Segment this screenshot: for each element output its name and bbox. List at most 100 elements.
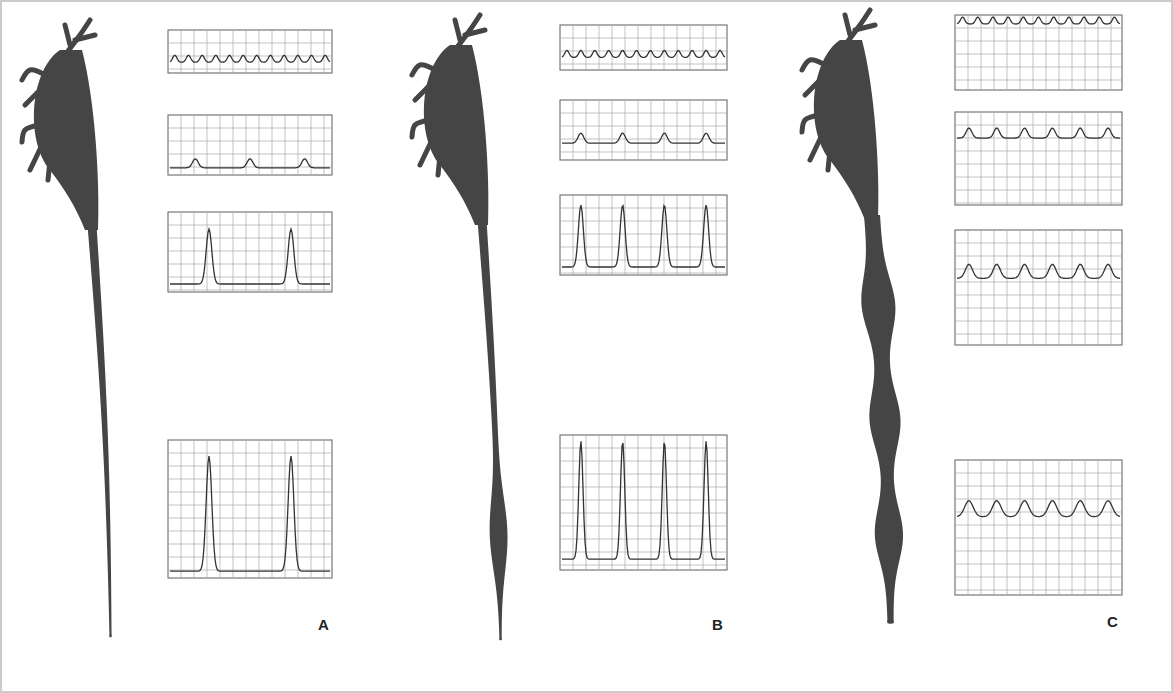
- grid-line: [233, 30, 234, 73]
- grid-line: [1072, 230, 1073, 345]
- grid-line: [981, 15, 982, 90]
- grid-line: [664, 25, 665, 70]
- grid-line: [651, 195, 652, 275]
- grid-frame: [955, 230, 1122, 345]
- grid-line: [1098, 112, 1099, 205]
- grid-line: [181, 30, 182, 73]
- recording-grid: [560, 25, 727, 70]
- grid-line: [1033, 15, 1034, 90]
- dendrite: [438, 155, 440, 175]
- grid-line: [716, 435, 717, 570]
- grid-line: [612, 435, 613, 570]
- grid-line: [168, 128, 332, 129]
- grid-frame: [560, 435, 727, 570]
- grid-line: [599, 195, 600, 275]
- recording-grid: [560, 195, 727, 275]
- dendrite: [420, 140, 432, 165]
- grid-line: [285, 115, 286, 175]
- grid-line: [651, 100, 652, 160]
- grid-line: [207, 115, 208, 175]
- grid-line: [168, 264, 332, 265]
- grid-line: [233, 115, 234, 175]
- grid-line: [324, 115, 325, 175]
- grid-line: [1046, 230, 1047, 345]
- grid-line: [1020, 460, 1021, 595]
- trace-group: [168, 15, 1122, 595]
- grid-line: [168, 56, 332, 57]
- dendrite: [30, 145, 42, 170]
- grid-line: [638, 435, 639, 570]
- grid-line: [272, 115, 273, 175]
- grid-line: [324, 30, 325, 73]
- grid-line: [1020, 15, 1021, 90]
- grid-line: [1111, 112, 1112, 205]
- grid-line: [955, 538, 1122, 539]
- grid-line: [298, 115, 299, 175]
- grid-line: [716, 100, 717, 160]
- dendrite: [22, 125, 40, 142]
- grid-line: [246, 212, 247, 292]
- grid-frame: [560, 100, 727, 160]
- waveform-trace: [170, 456, 330, 571]
- axon: [88, 225, 112, 637]
- grid-line: [1046, 112, 1047, 205]
- waveform-trace: [562, 205, 725, 267]
- grid-frame: [560, 25, 727, 70]
- grid-line: [955, 67, 1122, 68]
- grid-line: [259, 115, 260, 175]
- dendrite: [802, 115, 820, 132]
- grid-line: [168, 531, 332, 532]
- grid-line: [955, 308, 1122, 309]
- grid-line: [677, 195, 678, 275]
- grid-line: [981, 112, 982, 205]
- grid-line: [955, 177, 1122, 178]
- grid-line: [981, 460, 982, 595]
- grid-line: [560, 526, 727, 527]
- grid-line: [560, 461, 727, 462]
- grid-line: [955, 499, 1122, 500]
- grid-line: [233, 212, 234, 292]
- grid-line: [955, 256, 1122, 257]
- grid-line: [220, 30, 221, 73]
- grid-line: [246, 30, 247, 73]
- grid-frame: [560, 195, 727, 275]
- grid-line: [560, 126, 727, 127]
- recording-grid: [560, 435, 727, 570]
- grid-line: [955, 203, 1122, 204]
- waveform-trace: [562, 50, 725, 57]
- grid-frame: [955, 15, 1122, 90]
- grid-line: [625, 25, 626, 70]
- grid-line: [1085, 460, 1086, 595]
- panel-letter: C: [1107, 614, 1118, 629]
- grid-line: [651, 25, 652, 70]
- grid-line: [168, 238, 332, 239]
- neuron-silhouette: [802, 10, 903, 624]
- grid-line: [573, 25, 574, 70]
- grid-line: [220, 115, 221, 175]
- grid-line: [1033, 230, 1034, 345]
- grid-line: [259, 30, 260, 73]
- grid-line: [1111, 230, 1112, 345]
- grid-line: [703, 25, 704, 70]
- axon: [861, 215, 903, 624]
- grid-line: [677, 100, 678, 160]
- grid-line: [586, 25, 587, 70]
- grid-line: [955, 190, 1122, 191]
- dendrite: [412, 65, 435, 75]
- grid-line: [560, 448, 727, 449]
- grid-line: [560, 234, 727, 235]
- dendrite: [802, 60, 825, 70]
- grid-line: [168, 225, 332, 226]
- grid-line: [955, 295, 1122, 296]
- grid-line: [612, 195, 613, 275]
- grid-line: [994, 460, 995, 595]
- grid-line: [638, 25, 639, 70]
- waveform-trace: [957, 128, 1120, 138]
- grid-line: [677, 435, 678, 570]
- grid-line: [994, 230, 995, 345]
- waveform-trace: [562, 441, 725, 559]
- recording-grid: [955, 15, 1122, 90]
- grid-line: [955, 282, 1122, 283]
- grid-line: [955, 590, 1122, 591]
